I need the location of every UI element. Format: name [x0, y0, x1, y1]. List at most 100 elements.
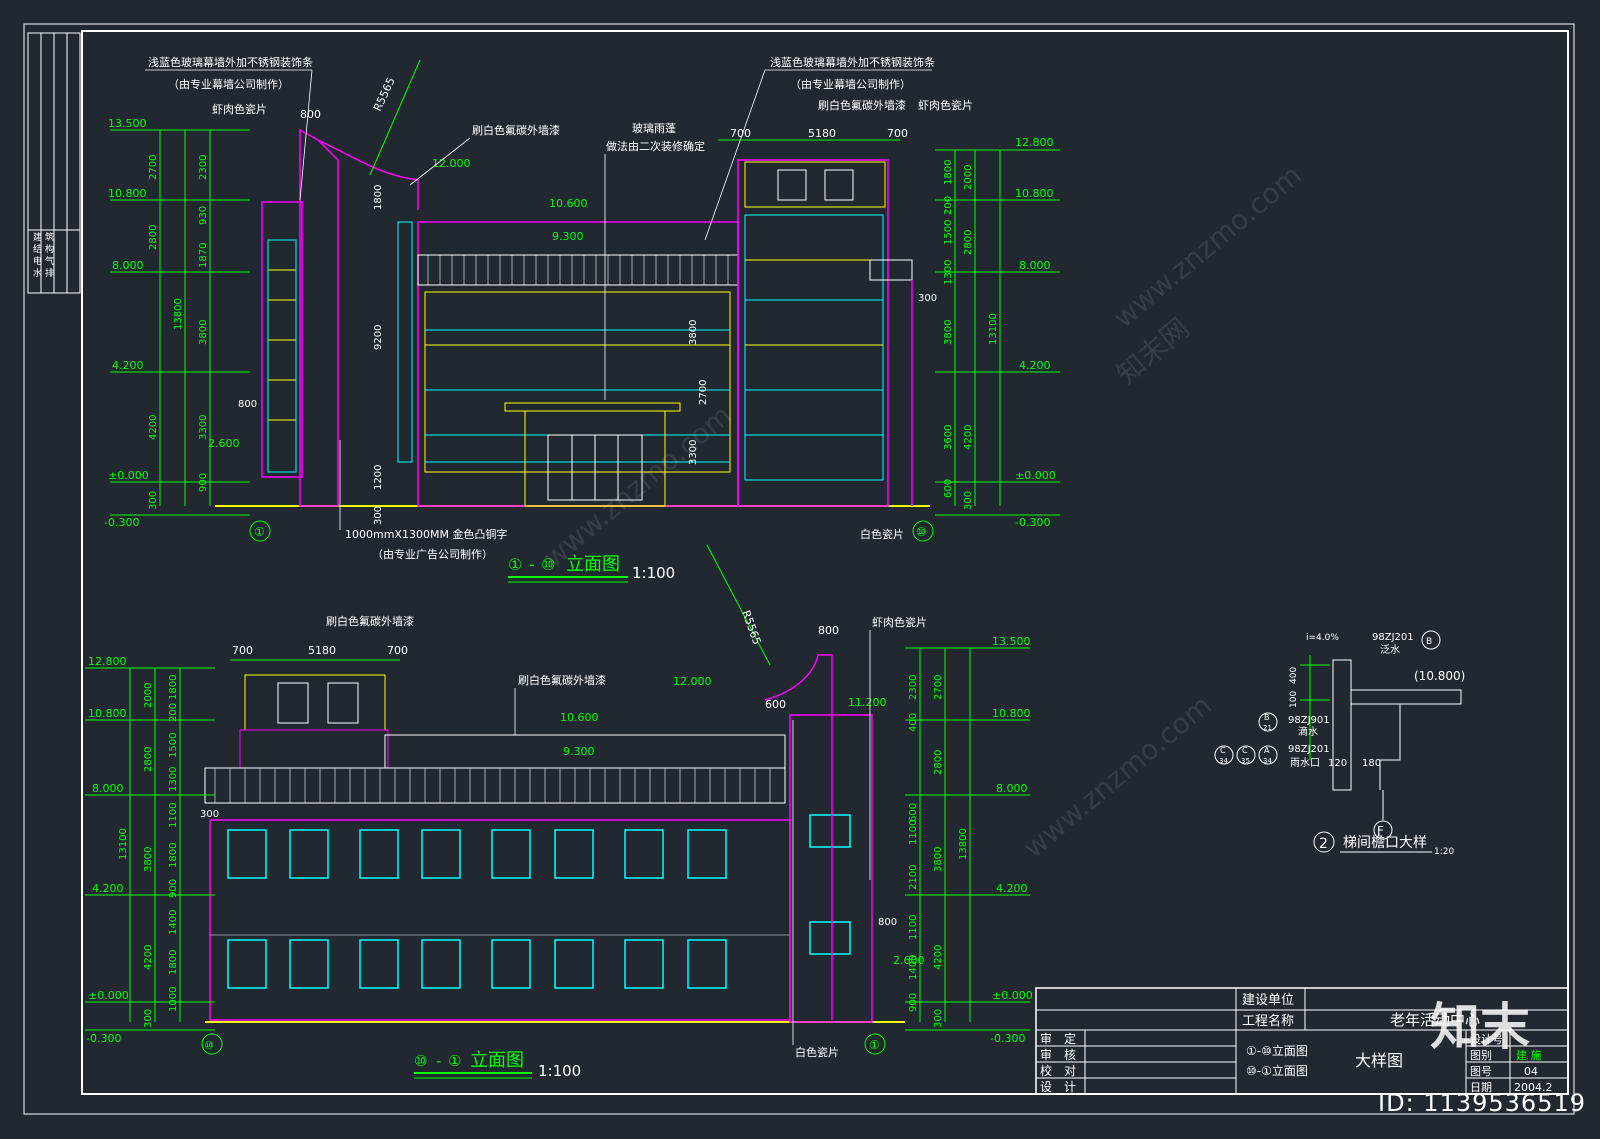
title-scale: 1:100: [538, 1062, 581, 1080]
note-canopy-sub: 做法由二次装修确定: [606, 139, 705, 153]
left-fin: [299, 128, 339, 507]
date-label: 日期: [1470, 1081, 1492, 1094]
detail-label: 35: [1241, 757, 1250, 765]
level-label: 4.200: [112, 359, 144, 372]
design-stage-label: 设计号: [1470, 1033, 1503, 1046]
detail-label: 34: [1263, 757, 1272, 765]
detail-label: 滴水: [1298, 725, 1318, 738]
dim: 2000: [963, 165, 974, 190]
title-text: 立面图: [470, 1050, 524, 1071]
dim: 300: [143, 1009, 154, 1028]
dim: 1000: [168, 987, 179, 1012]
dim: 300: [933, 1009, 944, 1028]
leader-lines: [514, 630, 871, 1045]
detail-label: B: [1426, 637, 1432, 647]
left-crown-base: [239, 729, 389, 769]
note-white-paint-mid: 刷白色氟碳外墙漆: [518, 673, 606, 687]
detail-number: 2: [1319, 836, 1328, 852]
side-strip-char: 电: [33, 255, 42, 267]
left-dims: 2700 2800 13800 4200 300 2300 930 1870 3…: [148, 155, 209, 510]
dim: 1300: [943, 260, 954, 285]
dim: 4200: [143, 945, 154, 970]
detail-label: 100: [1289, 691, 1299, 708]
detail-label: 98ZJ901: [1288, 715, 1330, 726]
entrance-canopy: [504, 402, 681, 412]
level-label: -0.300: [1015, 516, 1050, 529]
drawing-name: ⑩-①立面图: [1246, 1063, 1308, 1078]
dim: 1500: [168, 733, 179, 758]
detail-label: 雨水口: [1290, 757, 1320, 769]
dim: 1100: [908, 915, 919, 940]
dim: 2700: [933, 675, 944, 700]
detail-label: 34: [1219, 757, 1228, 765]
dim: 1500: [943, 220, 954, 245]
eave-profile: [1351, 703, 1401, 790]
level-label: -0.300: [86, 1032, 121, 1045]
dim: 2800: [148, 225, 159, 250]
category-value: 建 施: [1516, 1048, 1542, 1062]
top-dimension-lines: [110, 59, 1060, 666]
dim: 300: [148, 491, 159, 510]
dim: 300: [918, 293, 937, 304]
project-value: 老年活动中心: [1390, 1011, 1480, 1029]
dim: 2300: [198, 155, 209, 180]
curtain-wall: [424, 291, 731, 473]
side-strip-char: 气: [45, 255, 54, 267]
dim: 3600: [943, 425, 954, 450]
dim: 2700: [698, 380, 709, 405]
dim: 4200: [963, 425, 974, 450]
axis-bubble: [249, 520, 271, 542]
note-radius: R5565: [739, 609, 763, 647]
dim: 1100: [168, 803, 179, 828]
dim: 700: [887, 127, 908, 140]
dim: 1400: [168, 910, 179, 935]
level-label: 8.000: [996, 782, 1028, 795]
dim: 700: [232, 644, 253, 657]
detail-label: (10.800): [1414, 669, 1465, 683]
dim: 3800: [933, 847, 944, 872]
dim: 1870: [198, 243, 209, 268]
level-label: ±0.000: [992, 989, 1033, 1002]
parapet-section: [1332, 659, 1352, 791]
note-sign: 1000mmX1300MM 金色凸铜字: [345, 527, 507, 541]
level-label: 8.000: [92, 782, 124, 795]
left-crown: [244, 674, 386, 731]
left-tower: [261, 201, 303, 478]
category-label: 图别: [1470, 1049, 1492, 1062]
level-label: 12.800: [1015, 136, 1054, 149]
right-tower: [737, 159, 889, 507]
roof-railing: [204, 767, 786, 804]
drawing-name: ①-⑩立面图: [1246, 1043, 1308, 1058]
outer-frame: [23, 23, 1575, 1115]
project-label: 工程名称: [1242, 1013, 1294, 1029]
main-body: [209, 819, 791, 1021]
level-label: -0.300: [990, 1032, 1025, 1045]
note-white-tile: 白色瓷片: [795, 1045, 839, 1059]
dim: 1800: [943, 160, 954, 185]
note-curtain-right: 浅蓝色玻璃幕墙外加不锈钢装饰条: [770, 55, 935, 69]
dim: 2800: [933, 750, 944, 775]
role-label: 审 核: [1040, 1047, 1076, 1062]
level-label: 10.800: [88, 707, 127, 720]
level-label: 2.600: [893, 954, 925, 967]
level-label: 4.200: [1019, 359, 1051, 372]
dim: 300: [373, 506, 384, 525]
dim: 800: [300, 108, 321, 121]
dim: 1200: [373, 465, 384, 490]
right-tower: [789, 714, 873, 1023]
dim: 13100: [988, 313, 999, 345]
curved-fin: [764, 654, 833, 1020]
dim: 200: [168, 703, 179, 722]
vertical-strip: [397, 221, 413, 463]
dim: 3800: [943, 320, 954, 345]
level-label: 9.300: [552, 230, 584, 243]
role-label: 校 对: [1040, 1063, 1076, 1078]
dim: 3300: [688, 440, 699, 465]
side-strip-char: 构: [45, 243, 54, 255]
title-from: ①: [508, 555, 522, 574]
side-strip-char: 建: [33, 231, 42, 243]
dim: 1800: [168, 843, 179, 868]
dim: 800: [238, 399, 257, 410]
detail-title: 梯间檐口大样: [1343, 835, 1427, 851]
